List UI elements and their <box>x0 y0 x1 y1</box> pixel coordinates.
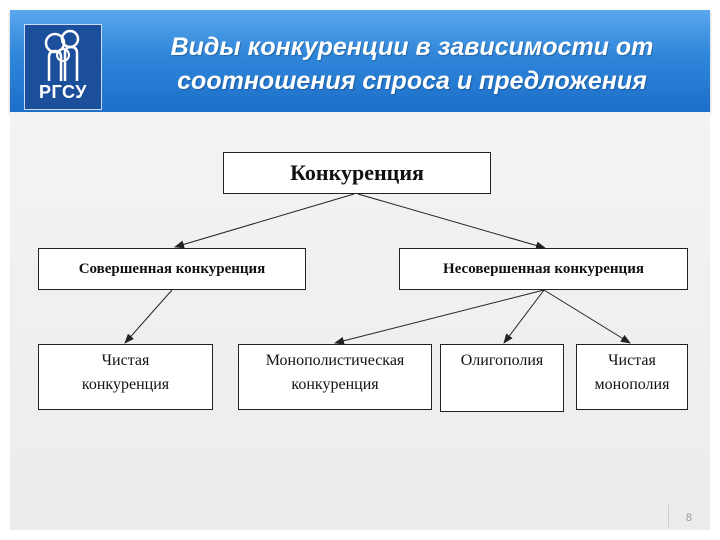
page-number-divider <box>668 505 669 527</box>
arrow-root-to-imperfect <box>357 193 546 250</box>
node-pure-monopoly: Чистая монополия <box>576 344 688 410</box>
node-perfect-competition: Совершенная конкуренция <box>38 248 306 290</box>
arrow-imperfect-to-pure-monopoly <box>543 289 631 344</box>
arrow-perfect-to-pure-competition <box>124 289 173 344</box>
node-competition: Конкуренция <box>223 152 491 194</box>
logo-figures-icon <box>44 29 80 81</box>
node-imperfect-competition: Несовершенная конкуренция <box>399 248 688 290</box>
header-bar: РГСУ Виды конкуренции в зависимости от с… <box>10 10 710 112</box>
slide-title: Виды конкуренции в зависимости от соотно… <box>170 33 654 95</box>
node-oligopoly: Олигополия <box>440 344 564 412</box>
arrow-imperfect-to-oligopoly <box>503 289 545 344</box>
node-monopolistic-competition: Монополистическая конкуренция <box>238 344 432 410</box>
rgsu-logo: РГСУ <box>24 24 102 110</box>
arrow-root-to-perfect <box>174 193 355 249</box>
page-number: 8 <box>685 512 692 524</box>
node-pure-competition: Чистая конкуренция <box>38 344 213 410</box>
logo-text: РГСУ <box>39 82 87 102</box>
arrow-imperfect-to-monopolistic <box>334 289 545 345</box>
